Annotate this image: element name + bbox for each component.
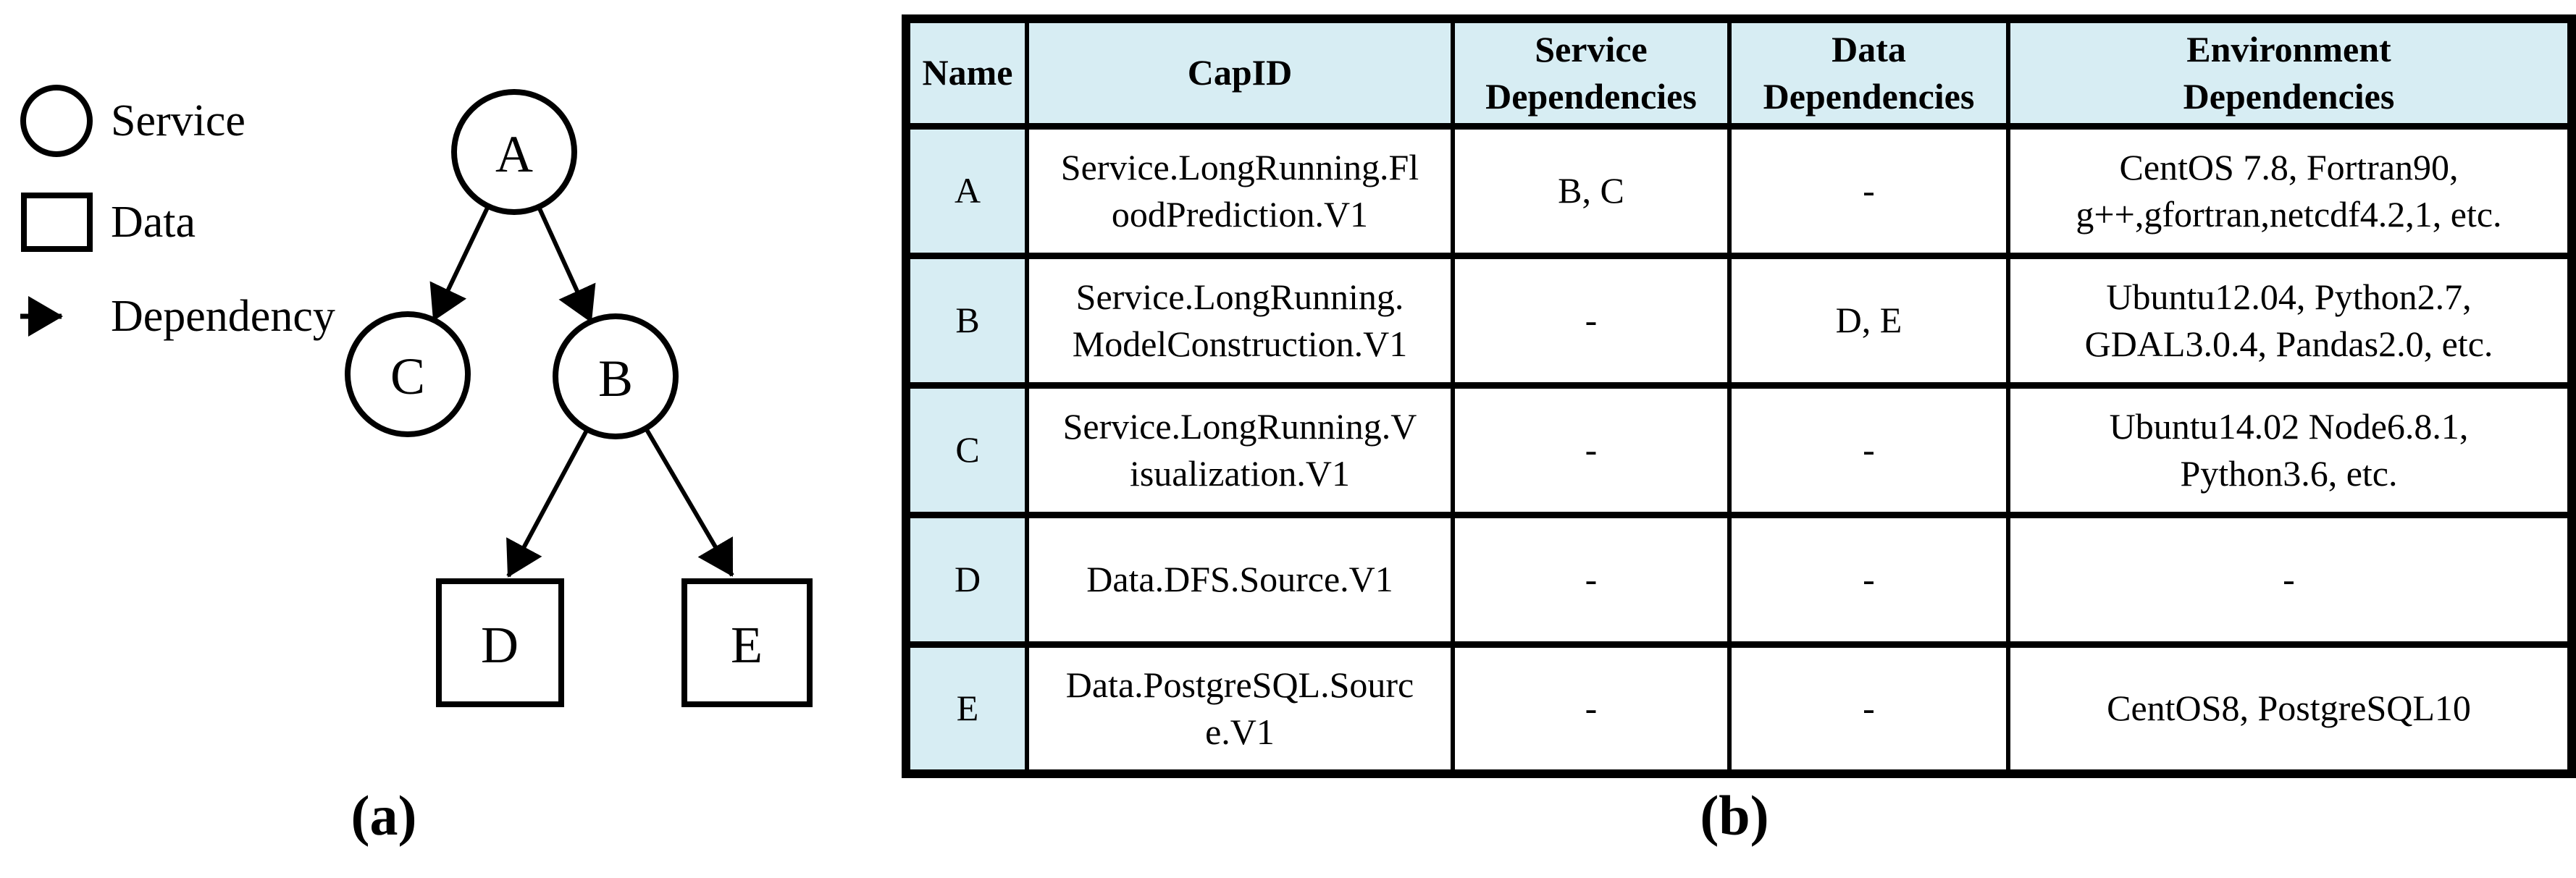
dependency-graph-panel: Service Data Dependency A C B D E <box>0 0 891 874</box>
cell-e-name: E <box>904 641 1029 777</box>
cell-d-capid: Data.DFS.Source.V1 <box>1025 511 1455 648</box>
node-c-circle <box>345 311 471 437</box>
cell-a-name: A <box>904 122 1029 259</box>
cell-b-capid: Service.LongRunning. ModelConstruction.V… <box>1025 252 1455 389</box>
node-a-circle <box>451 89 577 215</box>
cell-e-env-deps: CentOS8, PostgreSQL10 <box>2006 641 2574 777</box>
capability-table-panel: Name CapID Service Dependencies Data Dep… <box>902 14 2576 778</box>
node-d-square <box>436 578 564 707</box>
col-header-capid: CapID <box>1025 15 1455 130</box>
cell-c-env-deps: Ubuntu14.02 Node6.8.1, Python3.6, etc. <box>2006 381 2574 518</box>
table-row-a: A Service.LongRunning.Fl oodPrediction.V… <box>904 122 2574 259</box>
cell-b-name: B <box>904 252 1029 389</box>
col-header-service-dependencies: Service Dependencies <box>1451 15 1732 130</box>
node-a-label: A <box>495 125 533 183</box>
legend-data-square-icon <box>21 193 93 252</box>
dependency-graph-svg: Service Data Dependency A C B D E <box>20 85 813 707</box>
edge-b-d <box>506 428 590 578</box>
edge-a-c <box>429 205 490 321</box>
legend-service-label: Service <box>111 96 246 145</box>
node-e-label: E <box>731 616 763 674</box>
cell-e-service-deps: - <box>1451 641 1732 777</box>
cell-d-service-deps: - <box>1451 511 1732 648</box>
cell-b-data-deps: D, E <box>1727 252 2010 389</box>
cell-d-data-deps: - <box>1727 511 2010 648</box>
node-b-circle <box>553 313 679 439</box>
cell-e-data-deps: - <box>1727 641 2010 777</box>
col-header-environment-dependencies: Environment Dependencies <box>2006 15 2574 130</box>
cell-a-service-deps: B, C <box>1451 122 1732 259</box>
cell-a-env-deps: CentOS 7.8, Fortran90, g++,gfortran,netc… <box>2006 122 2574 259</box>
table-row-e: E Data.PostgreSQL.Sourc e.V1 - - CentOS8… <box>904 641 2574 777</box>
node-d-label: D <box>481 616 519 674</box>
header-row: Name CapID Service Dependencies Data Dep… <box>904 15 2574 130</box>
col-header-data-dependencies: Data Dependencies <box>1727 15 2010 130</box>
cell-b-service-deps: - <box>1451 252 1732 389</box>
edge-b-e <box>644 427 734 577</box>
cell-b-env-deps: Ubuntu12.04, Python2.7, GDAL3.0.4, Panda… <box>2006 252 2574 389</box>
col-header-name: Name <box>904 15 1029 130</box>
node-e-square <box>681 578 813 707</box>
legend-service-circle-icon <box>20 85 93 157</box>
legend-dependency-label: Dependency <box>111 292 335 341</box>
cell-e-capid: Data.PostgreSQL.Sourc e.V1 <box>1025 641 1455 777</box>
cell-a-capid: Service.LongRunning.Fl oodPrediction.V1 <box>1025 122 1455 259</box>
cell-d-name: D <box>904 511 1029 648</box>
edge-a-b <box>537 206 596 323</box>
cell-a-data-deps: - <box>1727 122 2010 259</box>
node-b-label: B <box>598 350 633 408</box>
caption-b: (b) <box>1700 784 1769 847</box>
cell-c-data-deps: - <box>1727 381 2010 518</box>
graph-edges <box>429 205 734 578</box>
table-row-c: C Service.LongRunning.V isualization.V1 … <box>904 381 2574 518</box>
node-c-label: C <box>390 347 425 405</box>
cell-c-service-deps: - <box>1451 381 1732 518</box>
table-row-b: B Service.LongRunning. ModelConstruction… <box>904 252 2574 389</box>
cell-d-env-deps: - <box>2006 511 2574 648</box>
caption-a: (a) <box>351 784 417 847</box>
capability-table: Name CapID Service Dependencies Data Dep… <box>902 14 2576 778</box>
table-row-d: D Data.DFS.Source.V1 - - - <box>904 511 2574 648</box>
cell-c-capid: Service.LongRunning.V isualization.V1 <box>1025 381 1455 518</box>
legend: Service Data Dependency <box>20 85 335 341</box>
cell-c-name: C <box>904 381 1029 518</box>
legend-data-label: Data <box>111 198 196 247</box>
graph-nodes: A C B D E <box>345 89 813 707</box>
